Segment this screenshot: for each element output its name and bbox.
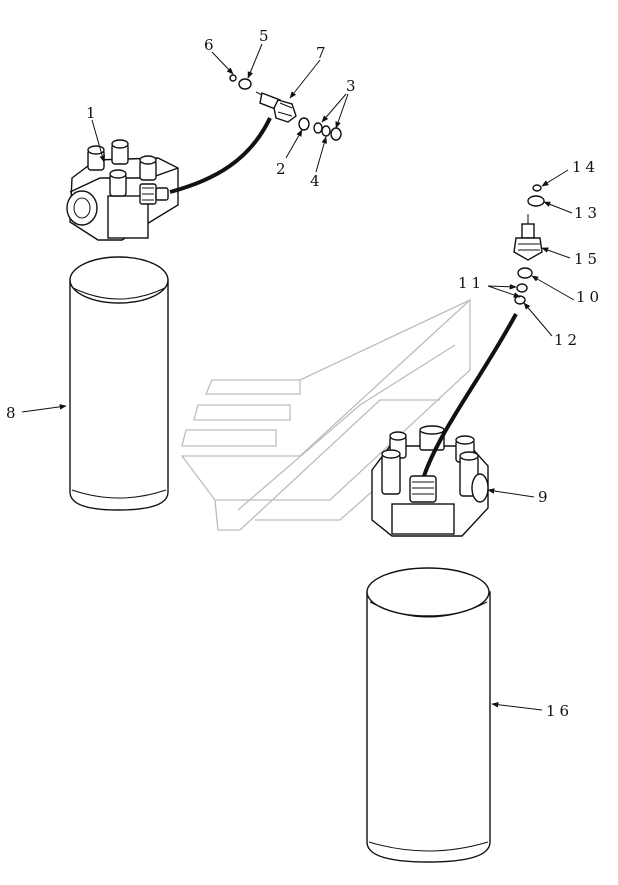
callout-7: 7 (316, 44, 330, 62)
o-ring-5 (238, 78, 252, 90)
washer-2 (298, 117, 310, 131)
callout-11: 11 (458, 274, 485, 292)
callout-16: 16 (546, 702, 573, 720)
callout-13: 13 (574, 204, 601, 222)
callout-4: 4 (310, 172, 324, 190)
filter-head-right (371, 425, 489, 537)
o-ring-13 (527, 195, 545, 207)
callout-10: 10 (576, 288, 603, 306)
o-ring-14 (532, 184, 542, 192)
pressure-switch-15 (513, 214, 543, 261)
watermark-logo (180, 298, 471, 531)
callout-3: 3 (346, 77, 360, 95)
callout-9: 9 (538, 488, 552, 506)
nut-12 (514, 295, 526, 305)
callout-6: 6 (204, 36, 218, 54)
callout-1: 1 (86, 104, 100, 122)
nut-3b (330, 127, 342, 141)
nut-11a (516, 283, 528, 293)
leader-lines (21, 43, 575, 711)
callout-12: 12 (554, 331, 581, 349)
wire-right (422, 313, 518, 477)
o-ring-6 (229, 74, 237, 82)
washer-10 (517, 267, 533, 279)
callout-2: 2 (276, 160, 290, 178)
pressure-switch-7 (255, 91, 297, 123)
callout-14: 14 (572, 158, 599, 176)
filter-head-left (66, 139, 179, 241)
filter-canister-8 (69, 256, 169, 511)
callout-15: 15 (574, 250, 601, 268)
nut-3a (313, 122, 323, 134)
callout-8: 8 (6, 404, 20, 422)
filter-canister-16 (366, 567, 491, 863)
callout-5: 5 (259, 27, 273, 45)
wire-left (169, 117, 272, 194)
nut-4 (321, 125, 331, 137)
callout-labels: 1 6 5 7 3 2 4 8 14 13 15 11 10 12 9 16 (6, 27, 603, 720)
